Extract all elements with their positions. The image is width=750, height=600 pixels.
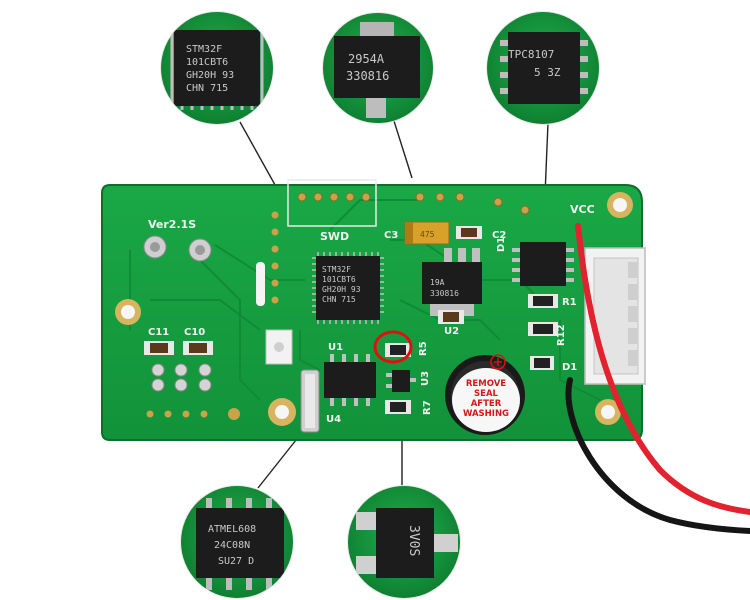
pcb-traces bbox=[129, 199, 601, 401]
r5-resistor bbox=[385, 343, 411, 357]
mosfet-callout-line-1: TPC8107 bbox=[508, 48, 554, 61]
c10-label: C10 bbox=[184, 327, 205, 338]
silkscreen: Ver2.1S SWD VCC C2 C3 C11 C10 R1 R12 D1 … bbox=[148, 203, 595, 425]
solder-joints bbox=[151, 363, 212, 392]
c11-label: C11 bbox=[148, 327, 169, 338]
wires bbox=[565, 223, 750, 534]
bottom-row-pads bbox=[146, 408, 240, 420]
eeprom-callout-line-2: 24C08N bbox=[214, 540, 250, 551]
version-label: Ver2.1S bbox=[148, 218, 196, 231]
tantalum-label: 475 bbox=[420, 230, 435, 239]
buzzer: REMOVE SEAL AFTER WASHING bbox=[445, 354, 525, 435]
c11-c10-caps bbox=[144, 341, 213, 355]
d-label: D1 bbox=[496, 237, 507, 252]
regulator-line-1: 19A bbox=[430, 278, 445, 287]
swd-label: SWD bbox=[320, 230, 349, 243]
crystal bbox=[300, 369, 320, 433]
buzzer-label-3: AFTER bbox=[471, 399, 502, 409]
mcu-line-3: GH20H 93 bbox=[322, 285, 361, 294]
u2-caps bbox=[438, 310, 464, 324]
stm32-callout-line-4: CHN 715 bbox=[186, 83, 228, 94]
callout-regulator: 2954A 330816 bbox=[322, 12, 434, 124]
stm32-callout-line-1: STM32F bbox=[186, 44, 222, 55]
stm32-callout-line-2: 101CBT6 bbox=[186, 57, 228, 68]
regulator-callout-line-1: 2954A bbox=[348, 52, 385, 66]
swd-header-outline bbox=[287, 179, 377, 227]
left-column-pads bbox=[271, 211, 279, 304]
r1-r12-resistors bbox=[528, 294, 558, 370]
u4-label: U4 bbox=[326, 414, 341, 425]
small-connector bbox=[265, 329, 293, 365]
u3-transistor bbox=[386, 370, 416, 392]
mcu-line-2: 101CBT6 bbox=[322, 275, 356, 284]
eeprom-callout-line-1: ATMEL608 bbox=[208, 524, 256, 535]
callout-mosfet: TPC8107 5 3Z bbox=[486, 11, 600, 125]
mosfet-chip bbox=[512, 242, 574, 286]
swd-header-pads bbox=[297, 192, 371, 202]
mcu-line-4: CHN 715 bbox=[322, 295, 356, 304]
mcu-chip: STM32F 101CBT6 GH20H 93 CHN 715 bbox=[312, 252, 384, 324]
screw-posts bbox=[143, 235, 212, 262]
eeprom-callout-line-3: SU27 D bbox=[218, 556, 254, 567]
top-pads bbox=[415, 192, 530, 215]
c2-cap bbox=[456, 226, 482, 239]
r7-resistor bbox=[385, 400, 411, 414]
c3-label: C3 bbox=[384, 230, 398, 241]
mcu-line-1: STM32F bbox=[322, 265, 351, 274]
vcc-label: VCC bbox=[570, 203, 595, 216]
u2-label: U2 bbox=[444, 326, 459, 337]
r7-label: R7 bbox=[422, 400, 433, 415]
highlight-ring bbox=[373, 330, 413, 364]
slot-cutout bbox=[256, 262, 265, 306]
transistor-callout-line-1: 3V0S bbox=[406, 525, 421, 556]
callout-eeprom: ATMEL608 24C08N SU27 D bbox=[180, 485, 294, 599]
pcb-board: STM32F 101CBT6 GH20H 93 CHN 715 475 19A … bbox=[101, 179, 646, 441]
callout-stm32: STM32F 101CBT6 GH20H 93 CHN 715 bbox=[160, 11, 274, 125]
r5-label: R5 bbox=[418, 341, 429, 356]
u1-label: U1 bbox=[328, 342, 343, 353]
u3-label: U3 bbox=[420, 371, 431, 386]
tantalum-cap: 475 bbox=[404, 221, 450, 245]
eeprom-chip bbox=[324, 354, 376, 406]
regulator-callout-line-2: 330816 bbox=[346, 69, 389, 83]
stm32-callout-line-3: GH20H 93 bbox=[186, 70, 234, 81]
mounting-holes bbox=[115, 192, 633, 426]
regulator-line-2: 330816 bbox=[430, 289, 459, 298]
d1-label: D1 bbox=[562, 362, 577, 373]
buzzer-label-4: WASHING bbox=[463, 409, 509, 419]
r12-label: R12 bbox=[556, 324, 567, 346]
c2-label: C2 bbox=[492, 230, 506, 241]
mosfet-callout-line-2: 5 3Z bbox=[534, 66, 561, 79]
callout-transistor: 3V0S bbox=[347, 485, 461, 599]
buzzer-label-2: SEAL bbox=[474, 389, 499, 399]
r1-label: R1 bbox=[562, 297, 577, 308]
buzzer-label-1: REMOVE bbox=[466, 379, 506, 389]
